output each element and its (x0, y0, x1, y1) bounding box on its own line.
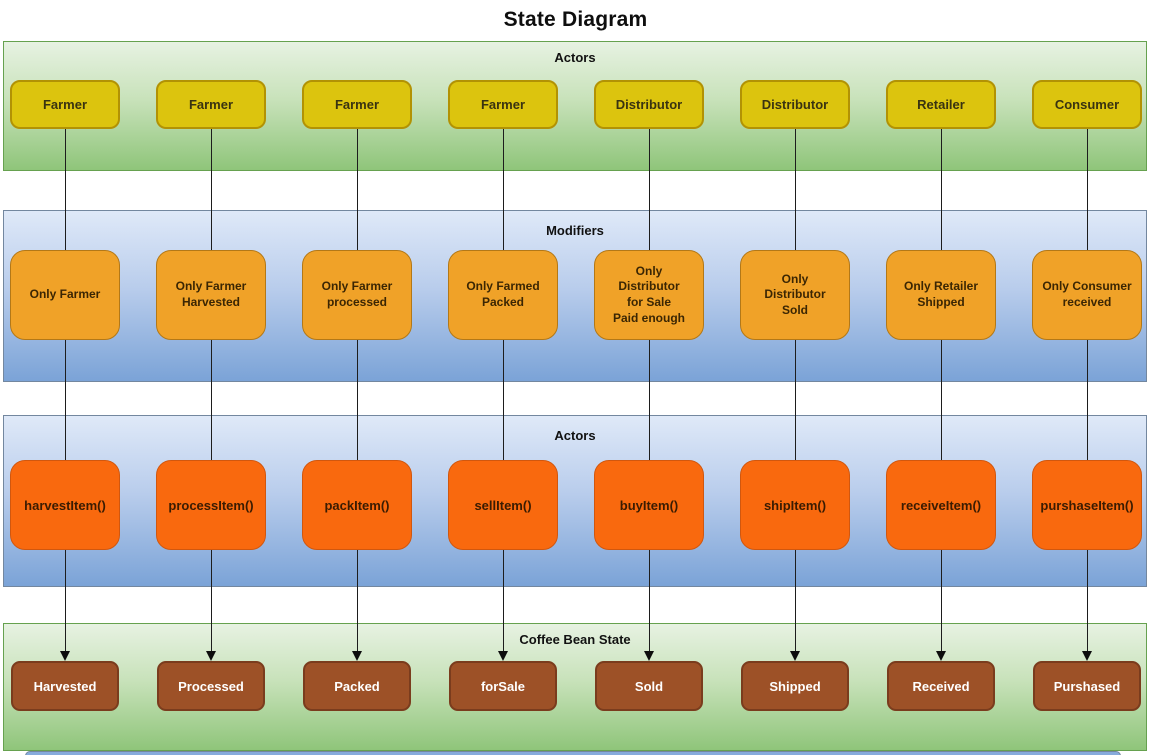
arrowhead-down-icon (497, 651, 508, 661)
connector-line (794, 129, 796, 653)
connector-line (940, 129, 942, 653)
state-box[interactable]: forSale (449, 661, 557, 711)
actor-box[interactable]: Distributor (594, 80, 704, 129)
state-box[interactable]: Packed (303, 661, 411, 711)
actor-box[interactable]: Consumer (1032, 80, 1142, 129)
band-label-coffee-bean-state: Coffee Bean State (519, 632, 631, 647)
modifier-box[interactable]: Only Farmer (10, 250, 120, 340)
modifier-box[interactable]: Only Distributor for Sale Paid enough (594, 250, 704, 340)
actor-box[interactable]: Farmer (302, 80, 412, 129)
connector-line (502, 129, 504, 653)
arrowhead-down-icon (351, 651, 362, 661)
band-label-actors-top: Actors (554, 50, 596, 65)
band-label-modifiers: Modifiers (546, 223, 604, 238)
arrowhead-down-icon (1081, 651, 1092, 661)
arrowhead-down-icon (643, 651, 654, 661)
arrowhead-down-icon (789, 651, 800, 661)
connector-line (64, 129, 66, 653)
band-label-actors-methods: Actors (554, 428, 596, 443)
state-box[interactable]: Harvested (11, 661, 119, 711)
action-box[interactable]: sellItem() (448, 460, 558, 550)
clipped-band-edge (25, 751, 1121, 755)
state-box[interactable]: Shipped (741, 661, 849, 711)
modifier-box[interactable]: Only Consumer received (1032, 250, 1142, 340)
connector-line (648, 129, 650, 653)
diagram-title: State Diagram (503, 8, 648, 31)
modifier-box[interactable]: Only Retailer Shipped (886, 250, 996, 340)
actor-box[interactable]: Farmer (448, 80, 558, 129)
state-box[interactable]: Purshased (1033, 661, 1141, 711)
actor-box[interactable]: Retailer (886, 80, 996, 129)
modifier-box[interactable]: Only Farmed Packed (448, 250, 558, 340)
actor-box[interactable]: Farmer (156, 80, 266, 129)
state-box[interactable]: Received (887, 661, 995, 711)
action-box[interactable]: buyItem() (594, 460, 704, 550)
modifier-box[interactable]: Only Farmer processed (302, 250, 412, 340)
state-box[interactable]: Processed (157, 661, 265, 711)
state-box[interactable]: Sold (595, 661, 703, 711)
arrowhead-down-icon (59, 651, 70, 661)
actor-box[interactable]: Distributor (740, 80, 850, 129)
action-box[interactable]: receiveItem() (886, 460, 996, 550)
connector-line (210, 129, 212, 653)
action-box[interactable]: purshaseItem() (1032, 460, 1142, 550)
action-box[interactable]: harvestItem() (10, 460, 120, 550)
action-box[interactable]: packItem() (302, 460, 412, 550)
modifier-box[interactable]: Only Farmer Harvested (156, 250, 266, 340)
arrowhead-down-icon (935, 651, 946, 661)
arrowhead-down-icon (205, 651, 216, 661)
action-box[interactable]: processItem() (156, 460, 266, 550)
modifier-box[interactable]: Only Distributor Sold (740, 250, 850, 340)
action-box[interactable]: shipItem() (740, 460, 850, 550)
connector-line (1086, 129, 1088, 653)
connector-line (356, 129, 358, 653)
actor-box[interactable]: Farmer (10, 80, 120, 129)
